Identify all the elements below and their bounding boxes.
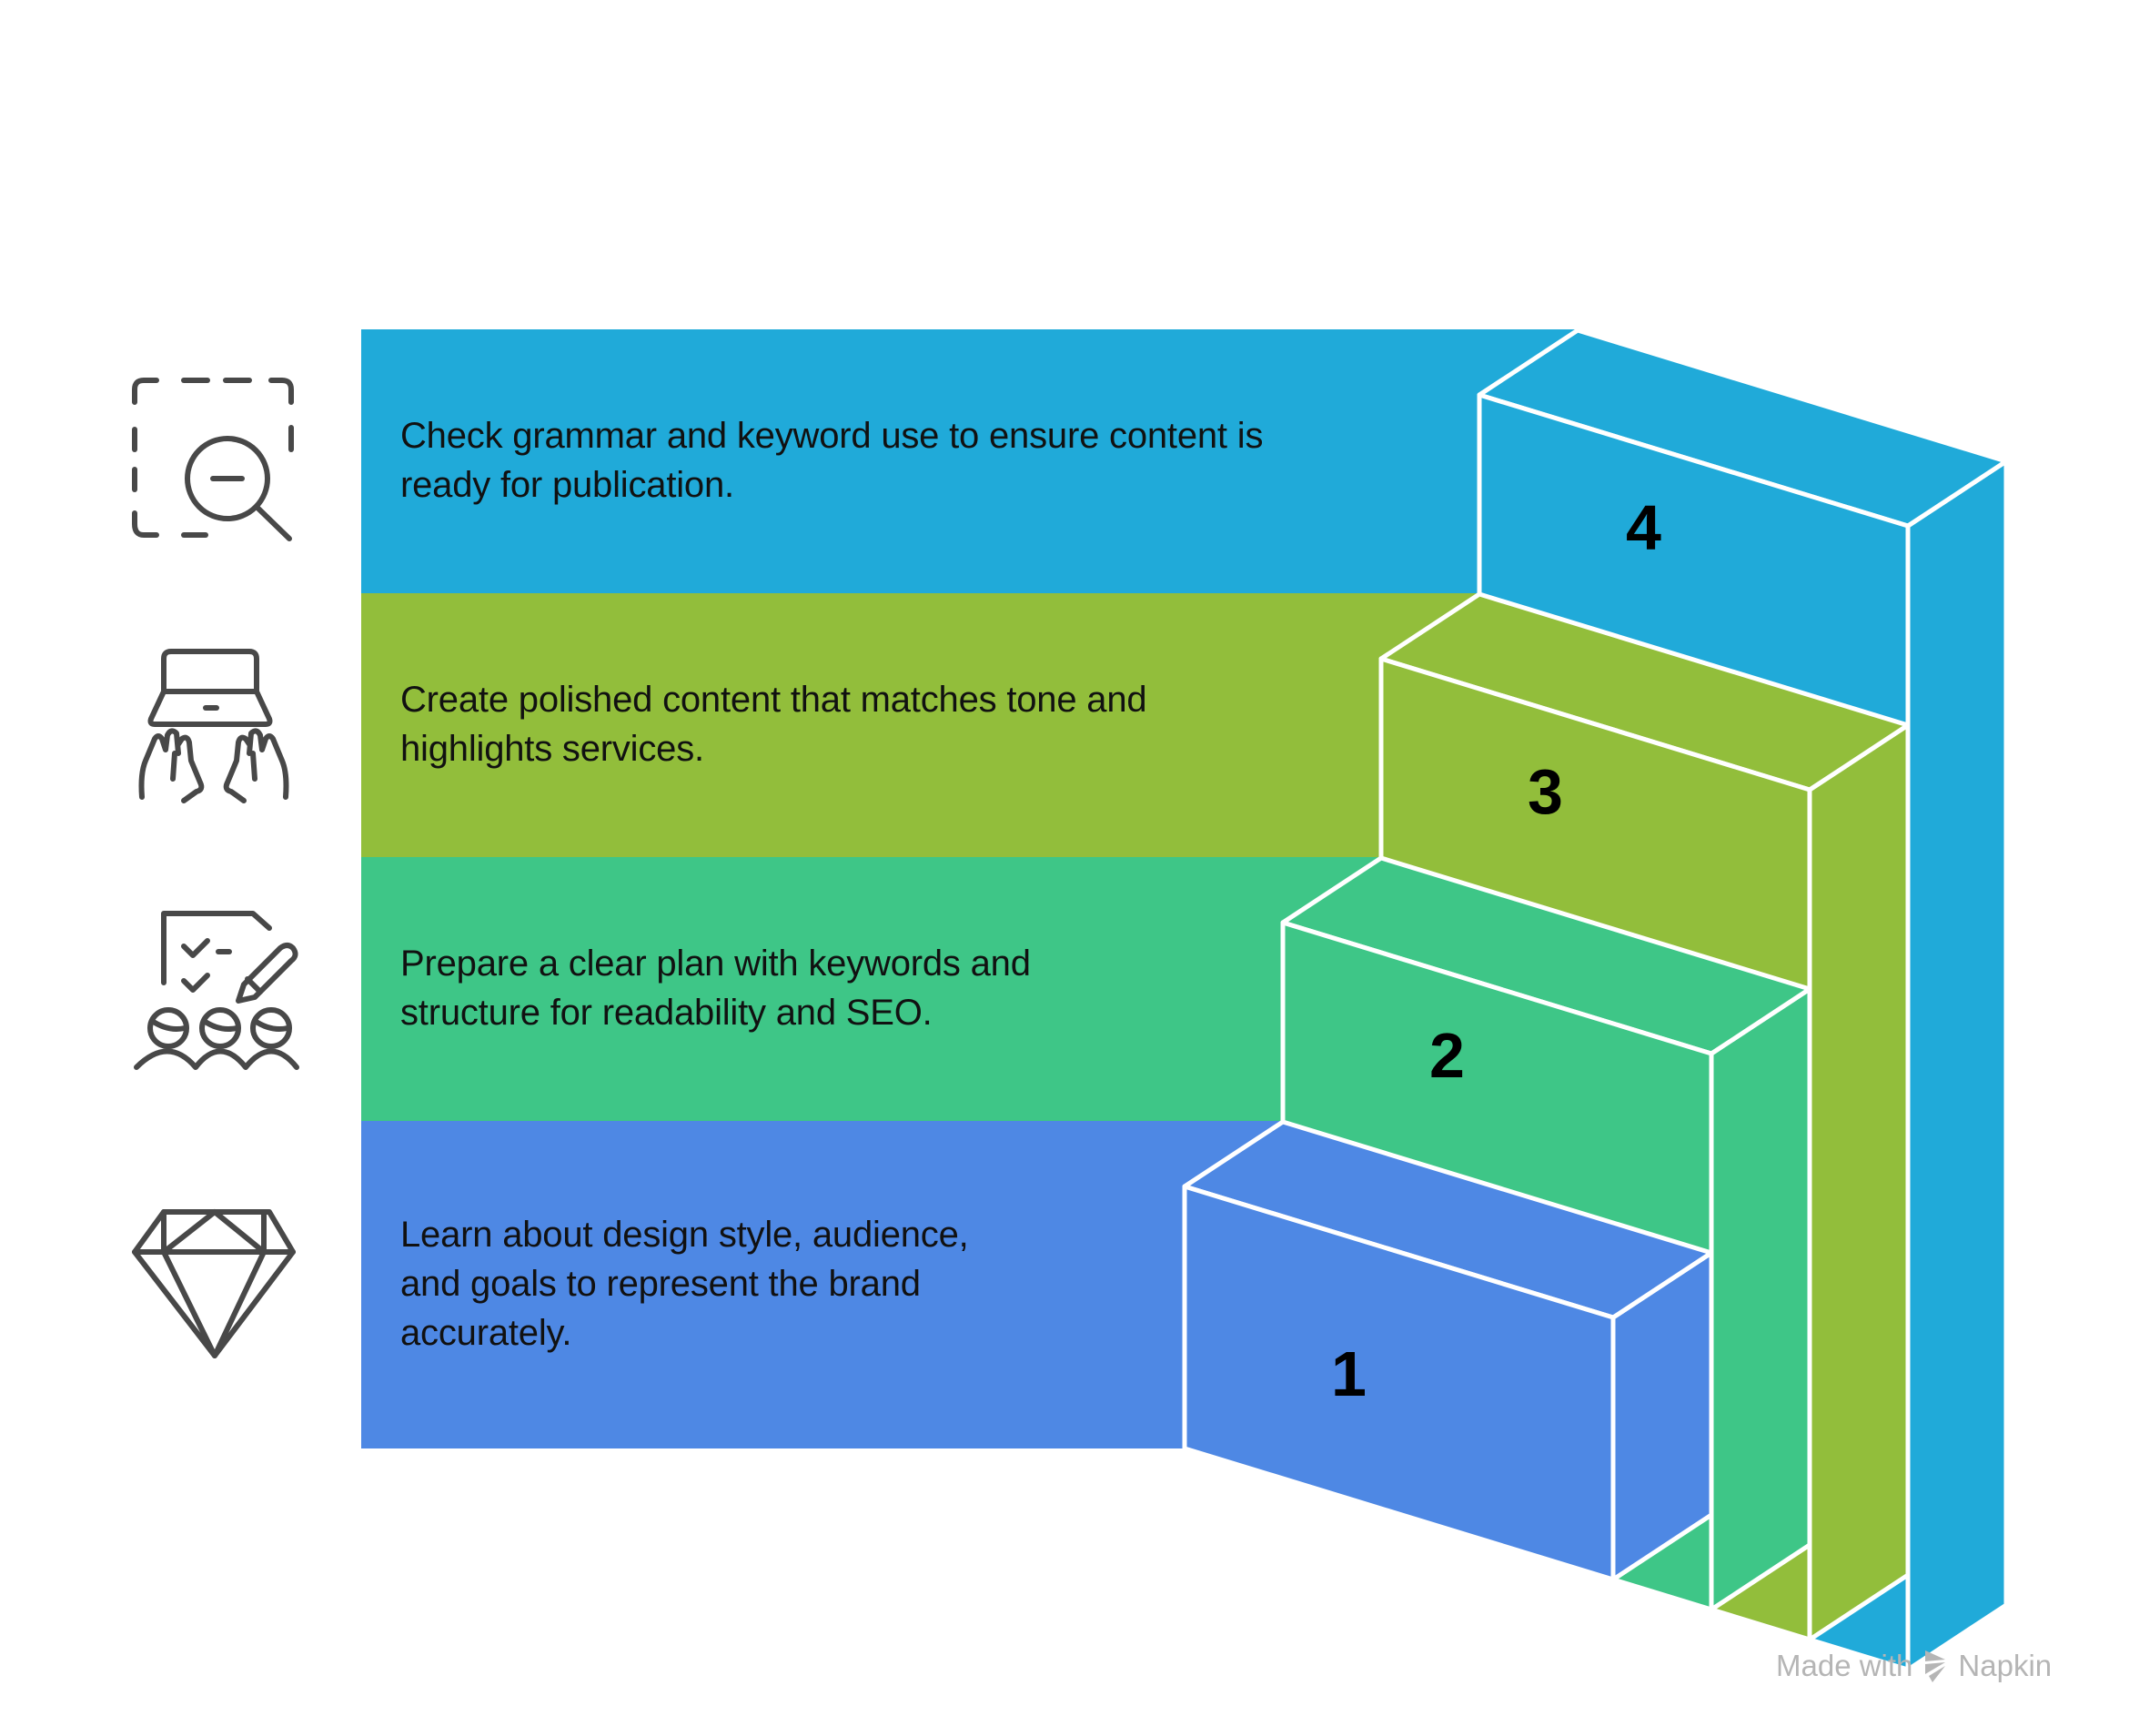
step-box-side xyxy=(1709,986,1812,1612)
made-with-napkin-watermark: Made with Napkin xyxy=(1776,1649,2052,1683)
checklist-team-icon xyxy=(134,911,299,1070)
step-box-side xyxy=(1905,459,2009,1672)
step-3-description: Create polished content that matches ton… xyxy=(400,680,1147,769)
laptop-typing-icon xyxy=(138,649,289,803)
band-step-1 xyxy=(361,1121,1283,1448)
step-box-front xyxy=(1182,1184,1616,1582)
step-number-3: 3 xyxy=(1528,756,1563,827)
band-step-2 xyxy=(361,857,1381,1121)
step-4-description: Check grammar and keyword use to ensure … xyxy=(400,416,1264,505)
diamond-icon xyxy=(132,1209,296,1358)
step-1-description: Learn about design style, audience, and … xyxy=(400,1215,969,1353)
band-step-4 xyxy=(361,329,1578,593)
step-number-1: 1 xyxy=(1331,1338,1367,1409)
step-boxes: 4 3 2 1 xyxy=(1182,328,2009,1672)
napkin-logo-icon xyxy=(1925,1650,1946,1682)
band-step-3 xyxy=(361,593,1479,857)
zoom-out-selection-icon xyxy=(132,378,294,541)
color-bands xyxy=(361,329,1578,1448)
step-box-1: 1 xyxy=(1182,1119,1714,1582)
watermark-brand: Napkin xyxy=(1958,1649,2053,1682)
step-number-2: 2 xyxy=(1429,1020,1465,1091)
step-2-description: Prepare a clear plan with keywords and s… xyxy=(400,944,1031,1033)
step-box-side xyxy=(1807,722,1911,1642)
step-number-4: 4 xyxy=(1626,492,1661,563)
watermark-label: Made with xyxy=(1776,1649,1913,1682)
